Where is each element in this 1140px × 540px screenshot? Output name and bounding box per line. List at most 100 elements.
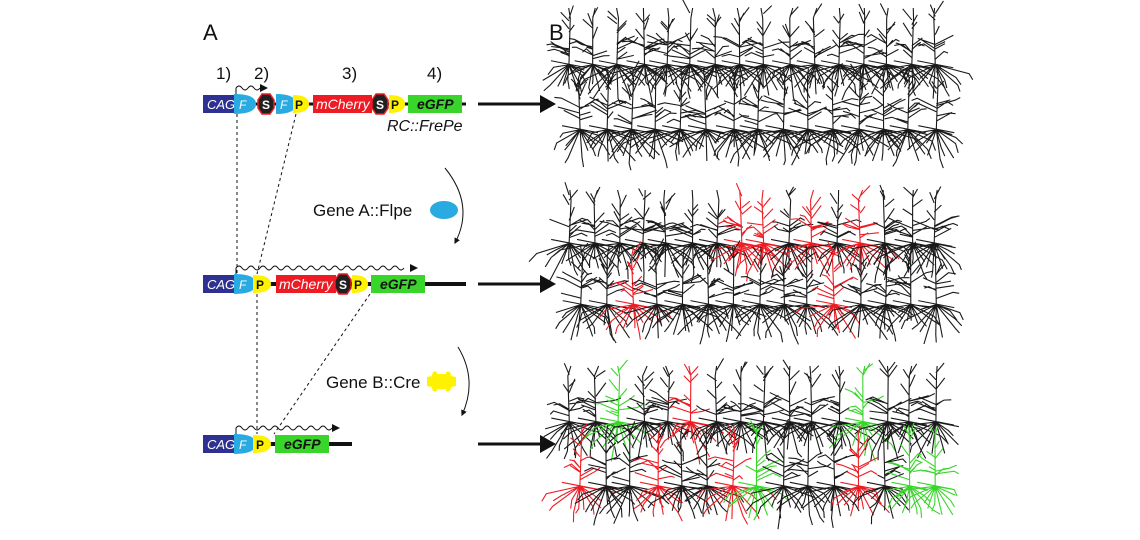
- transcription-arrow-icon: [235, 265, 405, 279]
- neuron: [739, 68, 819, 166]
- neuron-population-unrecombined: [542, 0, 974, 171]
- result-arrows: [478, 95, 556, 453]
- stop-cassette-2: [371, 93, 389, 115]
- svg-text:CAG: CAG: [207, 277, 235, 292]
- svg-text:F: F: [280, 98, 288, 112]
- loxp-site-2: [389, 95, 405, 113]
- mcherry-box-1: [313, 95, 372, 113]
- neuron: [647, 425, 712, 519]
- neuron: [896, 425, 959, 516]
- frt-site-2: [276, 94, 296, 114]
- egfp-box-1: [408, 95, 462, 113]
- neuron: [576, 246, 640, 344]
- arrow-right-icon: [540, 275, 556, 293]
- neuron: [553, 68, 611, 168]
- recombination-guides: [236, 113, 371, 435]
- neuron: [902, 0, 974, 99]
- svg-text:mCherry: mCherry: [316, 96, 371, 112]
- cre-recombinase-icon: [427, 371, 456, 392]
- step-number-4: 4): [427, 64, 442, 83]
- svg-text:mCherry: mCherry: [279, 276, 334, 292]
- flpe-label: Gene A::Flpe: [313, 201, 412, 220]
- cre-label: Gene B::Cre: [326, 373, 421, 392]
- neuron: [873, 186, 948, 280]
- neuron: [528, 182, 605, 284]
- svg-text:F: F: [239, 98, 247, 112]
- flpe-curved-arrow: [444, 167, 464, 245]
- step-number-1: 1): [216, 64, 231, 83]
- svg-text:S: S: [339, 278, 347, 292]
- neuron: [802, 425, 860, 528]
- panel-label-b: B: [549, 20, 564, 45]
- neuron: [574, 425, 636, 526]
- construct-name: RC::FrePe: [387, 118, 463, 135]
- neuron: [660, 189, 714, 284]
- neuron-population-cre: [540, 358, 960, 530]
- mcherry-box-2: [276, 275, 336, 293]
- svg-text:P: P: [391, 98, 399, 112]
- svg-text:eGFP: eGFP: [284, 436, 321, 452]
- loxp-site-2: [352, 275, 368, 293]
- neuron: [599, 421, 670, 524]
- frt-site: [234, 274, 256, 294]
- flpe-recombinase-icon: [430, 201, 458, 219]
- neuron: [794, 62, 863, 166]
- step-number-2: 2): [254, 64, 269, 83]
- egfp-box-3: [275, 435, 329, 453]
- neuron: [681, 7, 748, 101]
- neuron: [599, 241, 672, 340]
- svg-text:eGFP: eGFP: [417, 96, 454, 112]
- step-number-3: 3): [342, 64, 357, 83]
- neuron: [758, 246, 816, 345]
- svg-text:F: F: [239, 438, 247, 452]
- arrow-right-icon: [540, 435, 556, 453]
- egfp-box-2: [371, 275, 425, 293]
- neuron-population-flpe: [528, 182, 964, 345]
- svg-text:P: P: [256, 278, 264, 292]
- construct-after-flpe: CAG F P mCherry S P eGFP: [203, 264, 466, 295]
- neuron: [840, 3, 894, 101]
- neuron: [637, 189, 708, 278]
- neuron: [553, 186, 622, 273]
- transcription-arrow-icon: [235, 425, 333, 439]
- svg-text:P: P: [354, 278, 362, 292]
- svg-text:P: P: [256, 438, 264, 452]
- neuron: [878, 241, 941, 332]
- stop-cassette-1: [257, 93, 275, 115]
- loxp-site-1: [253, 275, 271, 293]
- neuron: [616, 67, 684, 169]
- neuron: [830, 425, 891, 517]
- construct-rc-frepe: CAG F S F P mCherry S P eGFP RC::FrePe: [203, 84, 466, 135]
- neuron: [690, 358, 754, 455]
- panel-label-a: A: [203, 20, 218, 45]
- neuron: [728, 68, 801, 164]
- construct-after-cre: CAG F P eGFP: [203, 424, 352, 454]
- neuron: [879, 7, 946, 96]
- svg-text:CAG: CAG: [207, 437, 235, 452]
- transcription-arrow-icon: [235, 85, 261, 99]
- cre-curved-arrow: [457, 346, 470, 417]
- neuron: [617, 188, 672, 282]
- loxp-site: [253, 435, 271, 453]
- frt-site: [234, 434, 256, 454]
- neuron: [689, 189, 752, 275]
- svg-text:P: P: [295, 98, 303, 112]
- neuron: [857, 3, 921, 95]
- neuron: [851, 246, 914, 342]
- cag-promoter-box: [203, 275, 236, 293]
- neuron: [606, 60, 660, 171]
- neuron: [560, 365, 635, 457]
- neuron: [709, 361, 769, 454]
- neuron: [876, 67, 936, 167]
- neuron: [903, 186, 962, 278]
- neuron: [667, 423, 745, 517]
- neuron: [763, 6, 821, 106]
- loxp-site-1: [293, 95, 309, 113]
- neuron: [800, 189, 866, 278]
- neuron: [581, 359, 650, 462]
- neuron: [710, 182, 780, 277]
- svg-text:F: F: [239, 278, 247, 292]
- svg-text:eGFP: eGFP: [380, 276, 417, 292]
- neuron: [555, 242, 611, 341]
